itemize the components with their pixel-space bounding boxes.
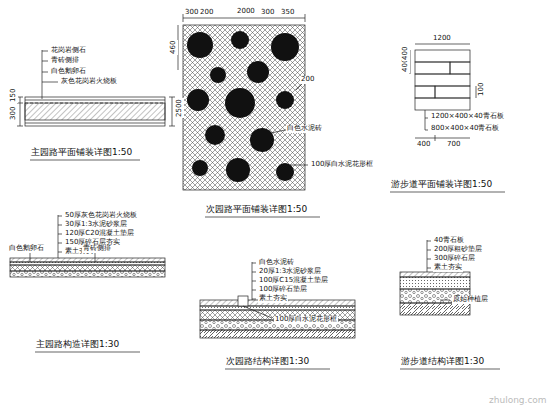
material-note: 100厚碎石垫层: [258, 286, 308, 294]
material-note: 原始种植层: [452, 296, 489, 304]
material-note: 素土夯实: [258, 295, 288, 303]
material-note: 白色鹅卵石: [50, 68, 87, 76]
material-note: 100厚C15混凝土垫层: [258, 277, 329, 285]
dimension: 2500: [176, 98, 184, 118]
dimension: 300: [260, 9, 275, 17]
detail-title: 次园路平面铺装详图1:50: [205, 205, 308, 215]
material-note: 白色水泥砖: [258, 259, 295, 267]
material-note: 100厚白水泥花形框: [310, 161, 374, 169]
detail-title: 次园路结构详图1:30: [225, 357, 310, 367]
material-note: 40青石板: [433, 237, 465, 245]
detail-title: 主园路平面铺装详图1:50: [30, 148, 133, 158]
material-note: 1200×400×40青石板: [430, 113, 505, 121]
dimension: 100: [478, 82, 486, 97]
dimension: 350: [280, 9, 295, 17]
dimension: 300: [184, 9, 199, 17]
material-note: 20厚1:3水泥砂浆层: [258, 268, 322, 276]
material-note: 花岗岩侧石: [50, 47, 87, 55]
dimension: 1200: [432, 35, 452, 43]
dimension: 2000: [236, 8, 256, 16]
material-note: 青砖侧排: [50, 57, 80, 65]
dimension: 400: [416, 141, 431, 149]
material-note: 100厚白水泥花形框: [274, 316, 338, 324]
detail-title: 游步道平面铺装详图1:50: [390, 180, 493, 190]
dimension: 200: [199, 9, 214, 17]
material-note: 白色水泥砖: [286, 125, 323, 133]
material-note: 120厚C20混凝土垫层: [64, 230, 135, 238]
dimension: 700: [446, 141, 461, 149]
material-note: 灰色花岗岩火烧板: [60, 78, 118, 86]
detail-title: 主园路构造详图1:30: [35, 340, 120, 350]
material-note: 300厚碎石层: [433, 255, 476, 263]
material-note: 素土夯实: [433, 264, 463, 272]
material-note: 200厚粗砂垫层: [433, 246, 483, 254]
material-note: 30厚1:3水泥砂浆层: [64, 221, 128, 229]
material-note: 800×400×40青石板: [430, 125, 500, 133]
detail-title: 游步道结构详图1:30: [400, 357, 485, 367]
watermark: zhulong.com: [488, 396, 548, 406]
dimension: 200: [300, 76, 315, 84]
material-note: 青砖侧排: [82, 245, 112, 253]
dimension: 300: [10, 106, 18, 121]
dimension: 150: [10, 88, 18, 103]
dimension: 460: [170, 40, 178, 55]
material-note: 50厚灰色花岗岩火烧板: [64, 212, 138, 220]
dimension: 400: [402, 46, 410, 61]
material-note: 白色鹅卵石: [8, 245, 45, 253]
